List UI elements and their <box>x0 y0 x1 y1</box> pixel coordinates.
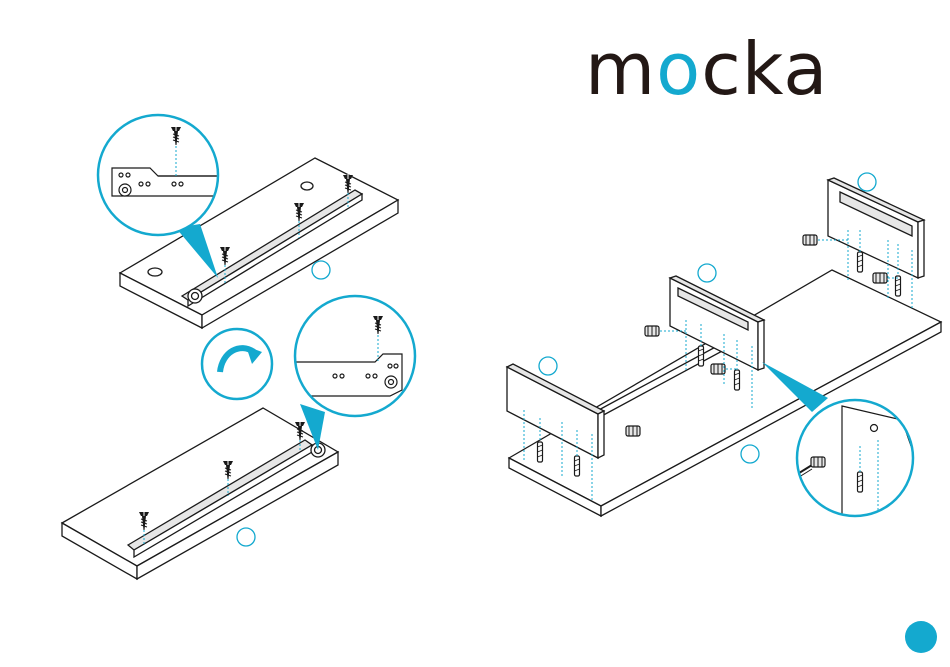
callout-circle-4 <box>698 264 716 282</box>
page-number-badge <box>905 621 937 653</box>
step-panel-bottom <box>62 408 338 579</box>
brand-logo-part2: cka <box>701 27 828 111</box>
callout-circle-5 <box>539 357 557 375</box>
callout-circle-6 <box>741 445 759 463</box>
brand-logo-accent-letter: o <box>656 27 701 111</box>
rotate-arrow-icon <box>202 329 272 399</box>
zoom-circle-runner-detail <box>98 115 222 235</box>
callout-circle-1 <box>312 261 330 279</box>
zoom-circle-cam-detail <box>775 400 916 520</box>
callout-circle-2 <box>237 528 255 546</box>
brand-logo-part1: m <box>585 27 656 111</box>
brand-logo: mocka <box>585 27 828 111</box>
zoom-circle-runner-detail-2 <box>295 296 415 416</box>
callout-circle-3 <box>858 173 876 191</box>
